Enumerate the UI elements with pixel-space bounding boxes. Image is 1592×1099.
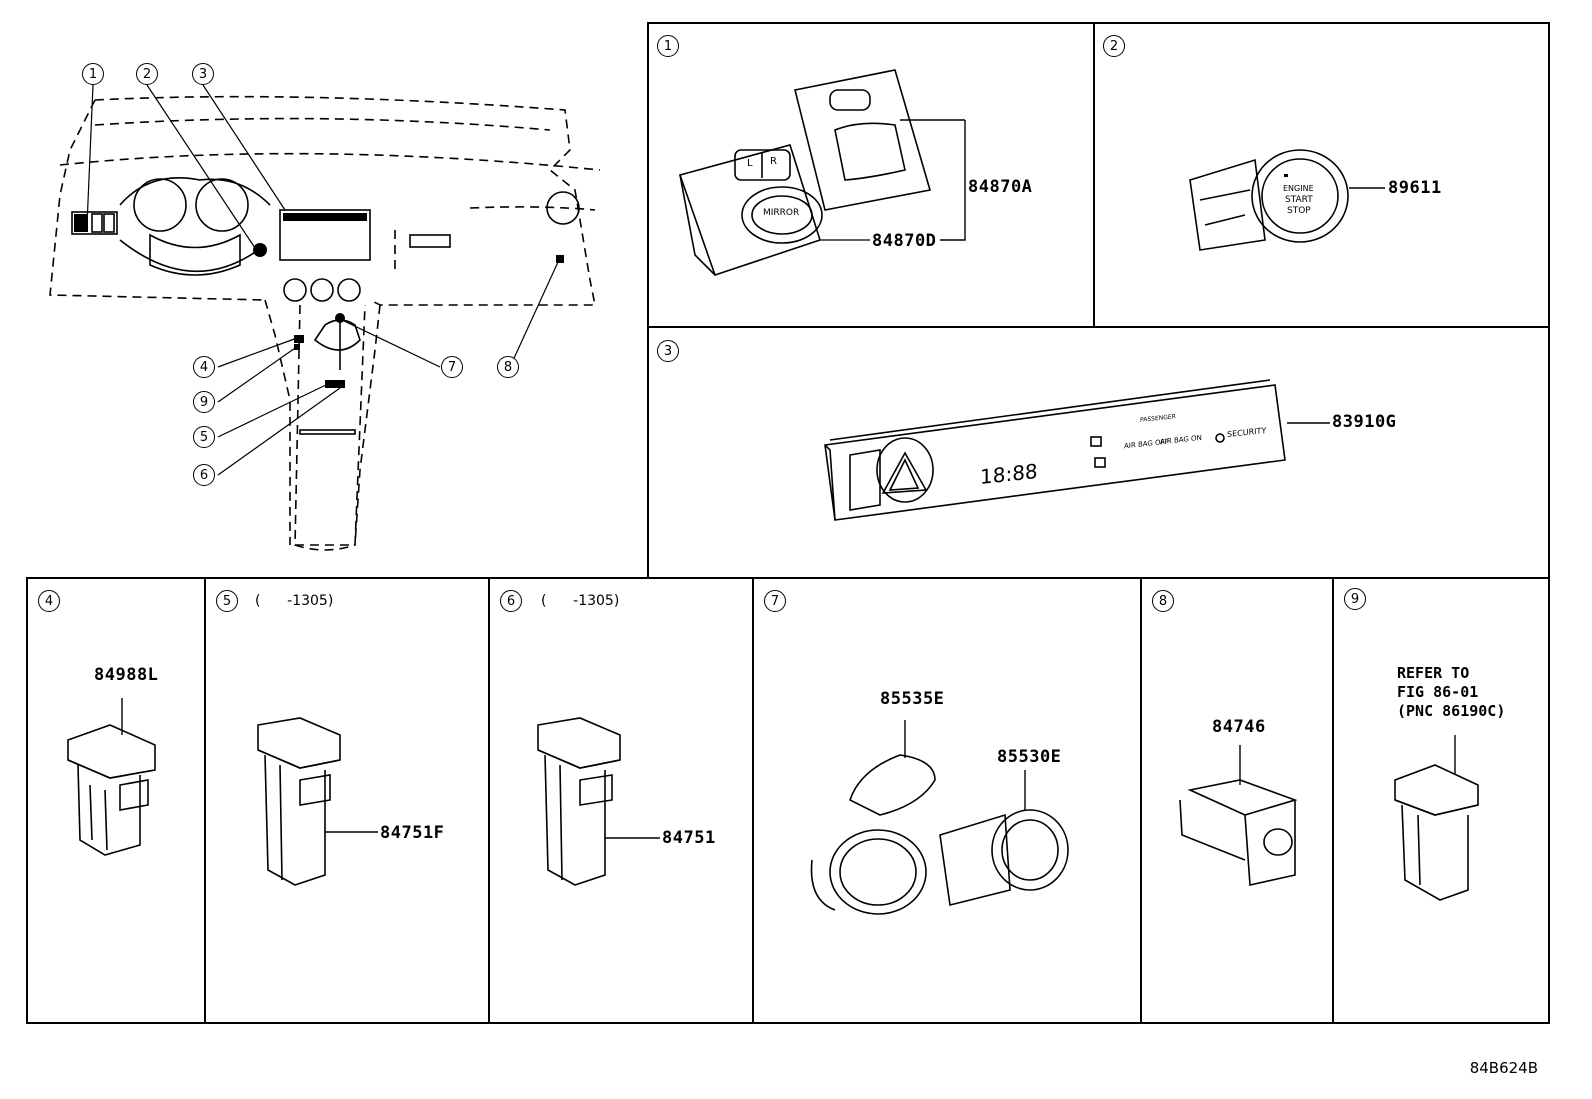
overview-callout-1: 1 — [82, 63, 104, 85]
panel-2-number: 2 — [1103, 35, 1125, 57]
panel-1-box — [647, 22, 1095, 328]
overview-leader-lines — [86, 84, 559, 476]
start-button-text-stop: STOP — [1287, 206, 1311, 216]
panel-6-note: ( -1305) — [541, 593, 620, 609]
overview-callout-4: 4 — [193, 356, 215, 378]
overview-callout-3: 3 — [192, 63, 214, 85]
refer-note: REFER TO FIG 86-01 (PNC 86190C) — [1397, 664, 1505, 721]
panel-5-box — [204, 577, 490, 1024]
part-number-84751F: 84751F — [380, 823, 445, 843]
panel-7-box — [752, 577, 1142, 1024]
overview-callout-9: 9 — [193, 391, 215, 413]
panel-8-number: 8 — [1152, 590, 1174, 612]
panel-3-number: 3 — [657, 340, 679, 362]
part-number-84870D: 84870D — [872, 231, 937, 251]
mirror-r-label: R — [770, 156, 777, 167]
panel-5-note: ( -1305) — [255, 593, 334, 609]
part-number-85535E: 85535E — [880, 689, 945, 709]
dashboard-solid-details — [71, 177, 580, 435]
switch-84988L-drawing — [67, 698, 156, 856]
part-number-84988L: 84988L — [94, 665, 159, 685]
panel-1-number: 1 — [657, 35, 679, 57]
switch-84751-drawing — [537, 717, 660, 886]
refer-line-2: FIG 86-01 — [1397, 683, 1479, 701]
overview-callout-8: 8 — [497, 356, 519, 378]
overview-callout-6: 6 — [193, 464, 215, 486]
mirror-label: MIRROR — [763, 208, 800, 218]
start-button-text-start: START — [1285, 195, 1313, 205]
panel-3-box — [647, 326, 1550, 579]
panel-5-number: 5 — [216, 590, 238, 612]
part-number-89611: 89611 — [1388, 178, 1442, 198]
panel-6-number: 6 — [500, 590, 522, 612]
refer-line-3: (PNC 86190C) — [1397, 702, 1506, 720]
part-number-84751: 84751 — [662, 828, 716, 848]
mirror-switch-drawing — [678, 69, 966, 277]
panel-9-box — [1332, 577, 1550, 1024]
hazard-clock-unit-drawing — [824, 379, 1330, 521]
start-button-text-engine: ENGINE — [1283, 184, 1314, 193]
panel-6-box — [488, 577, 754, 1024]
part-number-83910G: 83910G — [1332, 412, 1397, 432]
overview-callout-2: 2 — [136, 63, 158, 85]
mirror-l-label: L — [747, 158, 753, 169]
panel-4-box — [26, 577, 206, 1024]
part-number-84746: 84746 — [1212, 717, 1266, 737]
start-button-drawing — [1189, 149, 1385, 251]
refer-line-1: REFER TO — [1397, 664, 1470, 682]
switch-84751F-drawing — [257, 717, 378, 886]
switch-84746-drawing — [1179, 745, 1298, 886]
panel-2-box — [1093, 22, 1550, 328]
overview-callout-7: 7 — [441, 356, 463, 378]
switch-86190C-drawing — [1394, 735, 1479, 901]
part-number-84870A: 84870A — [968, 177, 1033, 197]
panel-8-box — [1140, 577, 1334, 1024]
overview-callout-5: 5 — [193, 426, 215, 448]
power-socket-drawing — [810, 720, 1069, 915]
figure-code: 84B624B — [1469, 1059, 1538, 1077]
panel-9-number: 9 — [1344, 588, 1366, 610]
panel-7-number: 7 — [764, 590, 786, 612]
part-number-85530E: 85530E — [997, 747, 1062, 767]
dashboard-overview-drawing — [49, 95, 601, 551]
panel-4-number: 4 — [38, 590, 60, 612]
